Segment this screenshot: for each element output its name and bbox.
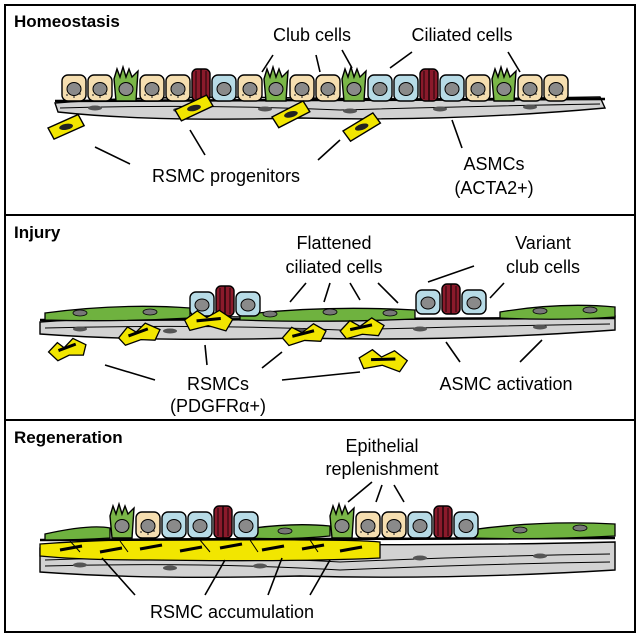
regeneration-flattened-epithelium bbox=[44, 522, 616, 541]
club-cell bbox=[465, 74, 491, 102]
basal-cell bbox=[187, 511, 213, 539]
label-rsmc-accumulation: RSMC accumulation bbox=[150, 602, 314, 622]
basal-cell bbox=[407, 511, 433, 539]
club-cell bbox=[165, 74, 191, 102]
club-cell bbox=[135, 511, 161, 539]
label-rsmc-progenitors: RSMC progenitors bbox=[152, 166, 300, 186]
label-flattened-ciliated-cells: ciliated cells bbox=[285, 257, 382, 277]
club-cell bbox=[315, 74, 341, 102]
injury-flattened-epithelium bbox=[44, 304, 616, 322]
ciliated-cell bbox=[263, 64, 289, 102]
label-acta2: (ACTA2+) bbox=[454, 178, 533, 198]
ciliated-cell bbox=[113, 64, 139, 102]
ciliated-cell bbox=[329, 501, 355, 539]
label-flattened: Flattened bbox=[296, 233, 371, 253]
club-cell bbox=[87, 74, 113, 102]
regeneration-leader-lines bbox=[101, 481, 405, 596]
injury-leader-lines bbox=[104, 265, 543, 381]
panel-regeneration bbox=[4, 419, 636, 633]
label-ciliated-cells: Ciliated cells bbox=[411, 25, 512, 45]
injury-epithelium bbox=[189, 283, 487, 317]
label-rsmcs: RSMCs bbox=[187, 374, 249, 394]
injury-title: Injury bbox=[14, 223, 61, 242]
regeneration-rsmc-accumulation-band bbox=[39, 538, 381, 562]
club-cell bbox=[237, 74, 263, 102]
basal-cell bbox=[439, 74, 465, 102]
club-cell bbox=[139, 74, 165, 102]
label-variant-club-cells: club cells bbox=[506, 257, 580, 277]
label-variant: Variant bbox=[515, 233, 571, 253]
basal-cell bbox=[211, 74, 237, 102]
neuroendocrine-cell bbox=[215, 285, 235, 317]
basal-cell bbox=[453, 511, 479, 539]
basal-cell bbox=[461, 289, 487, 315]
neuroendocrine-cell bbox=[213, 505, 233, 539]
homeostasis-rsmc-progenitors bbox=[47, 94, 382, 143]
label-asmc-activation: ASMC activation bbox=[439, 374, 572, 394]
basal-cell bbox=[189, 291, 215, 317]
basal-cell bbox=[235, 291, 261, 317]
ciliated-cell bbox=[109, 501, 135, 539]
regeneration-title: Regeneration bbox=[14, 428, 123, 447]
basal-cell bbox=[233, 511, 259, 539]
ciliated-cell bbox=[491, 64, 517, 102]
club-cell bbox=[289, 74, 315, 102]
label-replenishment: replenishment bbox=[325, 459, 438, 479]
basal-cell bbox=[393, 74, 419, 102]
injury-rsmcs bbox=[47, 309, 409, 373]
regeneration-epithelium bbox=[109, 501, 479, 539]
label-pdgfra: (PDGFRα+) bbox=[170, 396, 266, 416]
club-cell bbox=[355, 511, 381, 539]
basal-cell bbox=[367, 74, 393, 102]
label-asmcs: ASMCs bbox=[463, 154, 524, 174]
homeostasis-title: Homeostasis bbox=[14, 12, 120, 31]
neuroendocrine-cell bbox=[441, 283, 461, 315]
homeostasis-epithelium bbox=[61, 64, 569, 102]
club-cell bbox=[61, 74, 87, 102]
club-cell bbox=[517, 74, 543, 102]
basal-cell bbox=[161, 511, 187, 539]
neuroendocrine-cell bbox=[419, 68, 439, 102]
label-club-cells: Club cells bbox=[273, 25, 351, 45]
club-cell bbox=[543, 74, 569, 102]
basal-cell bbox=[415, 289, 441, 315]
club-cell bbox=[381, 511, 407, 539]
ciliated-cell bbox=[341, 64, 367, 102]
neuroendocrine-cell bbox=[433, 505, 453, 539]
homeostasis-leader-lines bbox=[94, 49, 521, 165]
label-epithelial: Epithelial bbox=[345, 436, 418, 456]
